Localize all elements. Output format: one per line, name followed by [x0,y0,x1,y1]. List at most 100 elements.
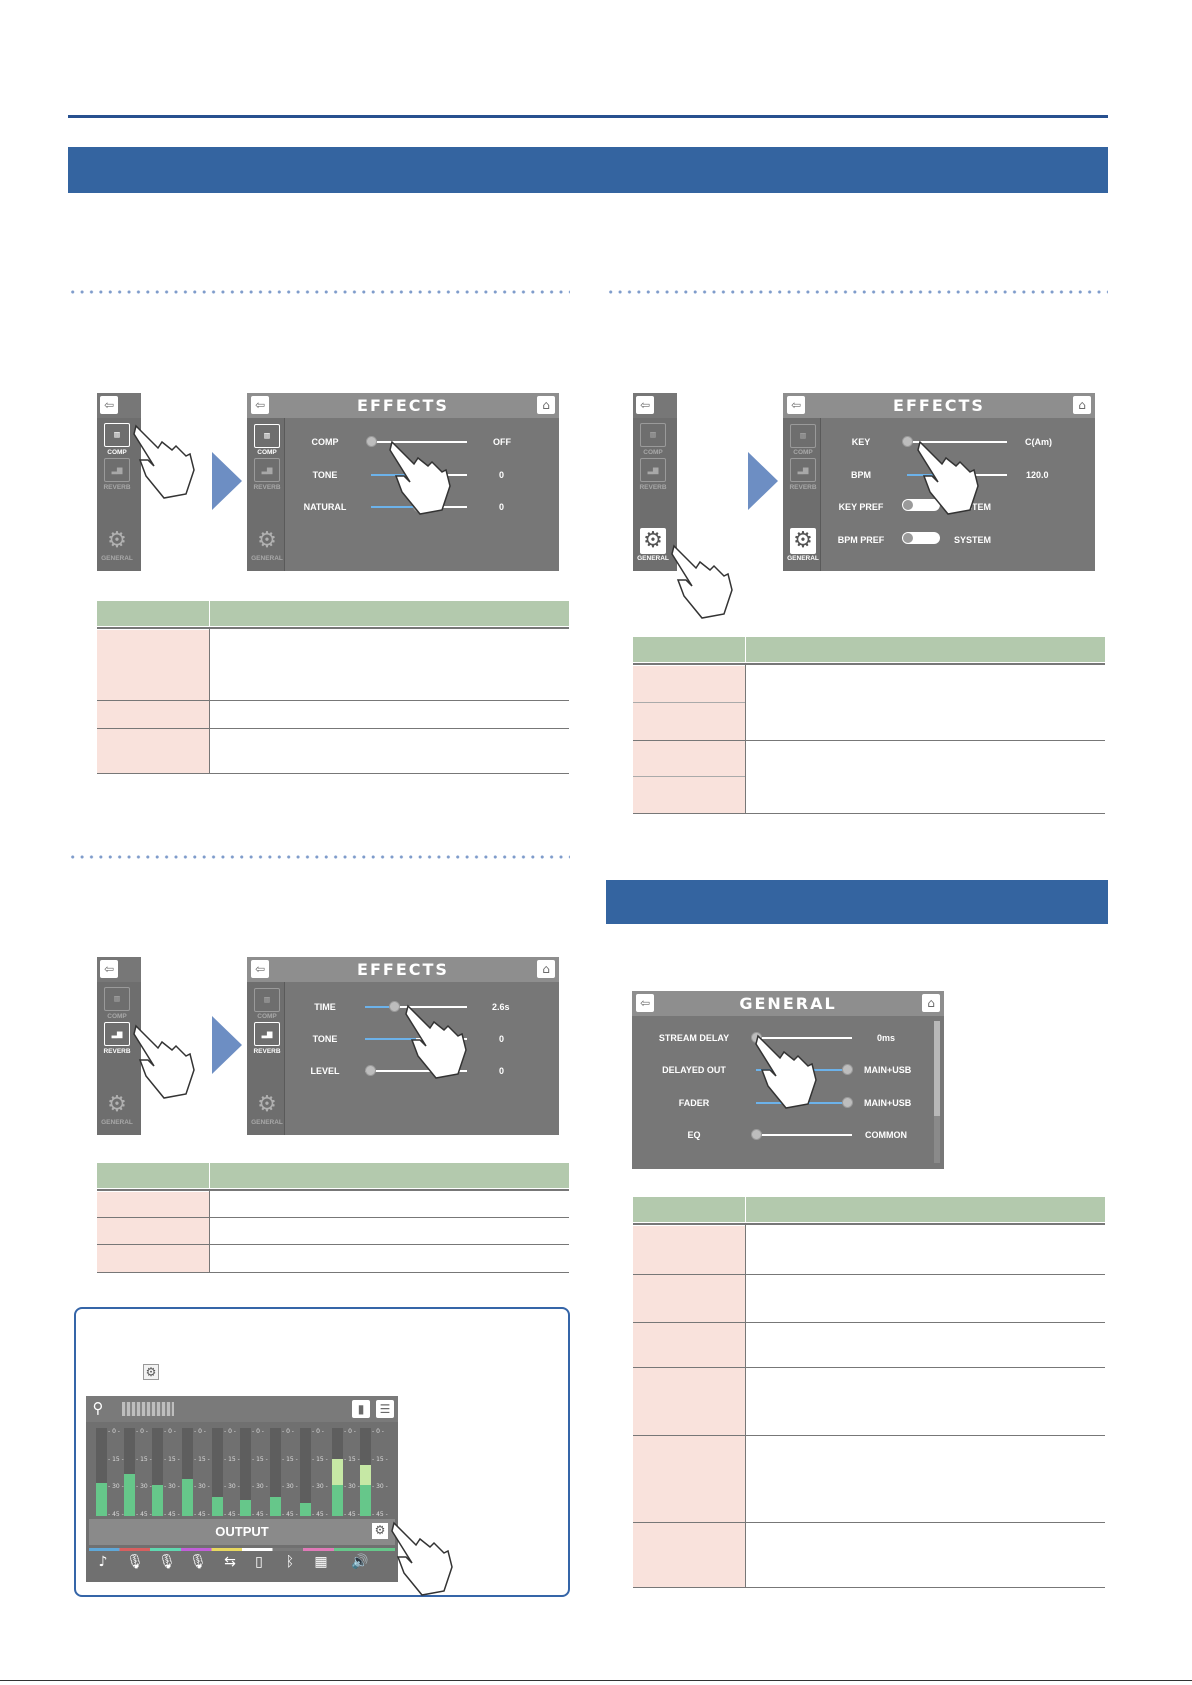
table-divider [633,702,745,703]
phone-icon[interactable]: ▯ [255,1554,263,1570]
gear-icon[interactable]: ⚙ [107,528,127,553]
back-icon[interactable]: ⇦ [251,396,269,414]
slider-knob[interactable] [751,1129,762,1140]
key-pref-toggle[interactable] [902,499,940,511]
meter-scale-label: - 0 - [108,1428,120,1435]
back-icon[interactable]: ⇦ [251,960,269,978]
param-slider[interactable] [371,441,467,443]
tab-comp[interactable]: ▥ [254,988,280,1012]
param-label: TIME [314,1002,336,1012]
tab-comp[interactable]: ▥ [254,424,280,448]
param-slider[interactable] [365,1070,467,1072]
toggle-value: SYSTEM [954,535,992,545]
param-slider[interactable] [907,441,1007,443]
tab-general-label: GENERAL [787,555,819,562]
param-slider[interactable] [365,1038,467,1040]
param-label: EQ [687,1130,701,1140]
gear-icon[interactable]: ⚙ [107,1092,127,1117]
slider-knob[interactable] [389,1001,400,1012]
next-arrow-icon [212,1016,242,1074]
meter-scale-label: - 15 - [224,1455,240,1463]
bluetooth-icon[interactable]: ᛒ [285,1554,295,1570]
slider-knob[interactable] [842,1097,853,1108]
table-row [633,1275,745,1322]
bpm-pref-toggle[interactable] [902,532,940,544]
level-meter [332,1428,343,1516]
tab-reverb[interactable]: ▂▅ [254,458,280,482]
home-icon[interactable]: ⌂ [537,396,555,414]
scrollbar-thumb[interactable] [934,1021,940,1116]
slider-knob[interactable] [365,1065,376,1076]
pad-icon[interactable]: ▦ [314,1554,328,1570]
slider-knob[interactable] [842,1064,853,1075]
gear-icon[interactable]: ⚙ [640,528,666,554]
slider-knob[interactable] [366,436,377,447]
sidebar: ▥ COMP ▂▅ REVERB ⚙ GENERAL [247,982,285,1135]
mic-icon[interactable]: 🎙 [158,1554,176,1570]
home-icon[interactable]: ⌂ [1073,396,1091,414]
level-meter [124,1428,135,1516]
screen-header [247,393,559,418]
back-icon[interactable]: ⇦ [100,960,118,978]
tab-reverb[interactable]: ▂▅ [790,458,816,482]
gear-icon[interactable]: ⚙ [257,1092,277,1117]
meter-scale-label: - 45 - [194,1510,210,1518]
param-slider[interactable] [756,1134,852,1136]
param-label: TONE [312,1034,338,1044]
usb-icon[interactable]: ⇆ [224,1554,236,1570]
menu-icon[interactable]: ☰ [376,1400,394,1418]
scrollbar[interactable] [934,1021,940,1163]
meter-scale-label: - 30 - [136,1483,152,1490]
tab-reverb[interactable]: ▂▅ [254,1022,280,1046]
tab-reverb[interactable]: ▂▅ [104,1022,130,1046]
slider-knob[interactable] [902,436,913,447]
home-icon[interactable]: ⌂ [537,960,555,978]
table-divider [97,773,569,774]
table-divider [633,1322,1105,1323]
meter-fill [360,1464,371,1516]
back-icon[interactable]: ⇦ [787,396,805,414]
screen-title: EFFECTS [893,396,985,415]
meter-scale-label: - 30 - [224,1483,240,1490]
tab-reverb[interactable]: ▂▅ [104,458,130,482]
tab-comp-label: COMP [793,449,813,456]
tab-comp[interactable]: ▥ [790,424,816,448]
table-divider [633,1274,1105,1275]
meter-scale-label: - 45 - [224,1510,240,1518]
back-icon[interactable]: ⇦ [636,396,654,414]
back-icon[interactable]: ⇦ [100,396,118,414]
param-slider[interactable] [365,1006,467,1008]
guitar-icon[interactable]: ♪ [98,1554,108,1570]
table-row [633,666,745,702]
tuner-icon[interactable]: ⚲ [92,1399,104,1417]
sd-card-icon[interactable]: ▮ [352,1400,370,1418]
scene-name-blurred [122,1402,174,1416]
tab-comp[interactable]: ▥ [104,423,130,447]
tab-reverb[interactable]: ▂▅ [640,458,666,482]
output-bar[interactable]: OUTPUT [89,1519,395,1545]
table-header [633,637,1105,662]
mic-icon[interactable]: 🎙 [189,1554,207,1570]
table-row [633,703,745,740]
screen-header [783,393,1095,418]
speaker-icon[interactable]: 🔊 [351,1554,369,1570]
meter-scale-label: - 0 - [252,1428,264,1435]
screen-title: EFFECTS [357,396,449,415]
table-row [633,1523,745,1587]
table-row [633,1226,745,1274]
meter-scale-label: - 30 - [344,1483,360,1490]
gear-icon[interactable]: ⚙ [790,528,816,554]
mic-icon[interactable]: 🎙 [126,1554,144,1570]
gear-icon[interactable]: ⚙ [372,1523,388,1539]
meter-fill [332,1458,343,1516]
meter-scale-label: - 45 - [344,1510,360,1518]
meter-scale-label: - 15 - [372,1455,388,1463]
param-slider[interactable] [756,1037,852,1039]
back-icon[interactable]: ⇦ [636,994,654,1012]
tab-comp[interactable]: ▥ [104,987,130,1011]
home-icon[interactable]: ⌂ [922,994,940,1012]
gear-icon[interactable]: ⚙ [257,528,277,553]
meter-fill [300,1502,311,1516]
meter-fill [270,1496,281,1516]
tab-comp[interactable]: ▥ [640,423,666,447]
